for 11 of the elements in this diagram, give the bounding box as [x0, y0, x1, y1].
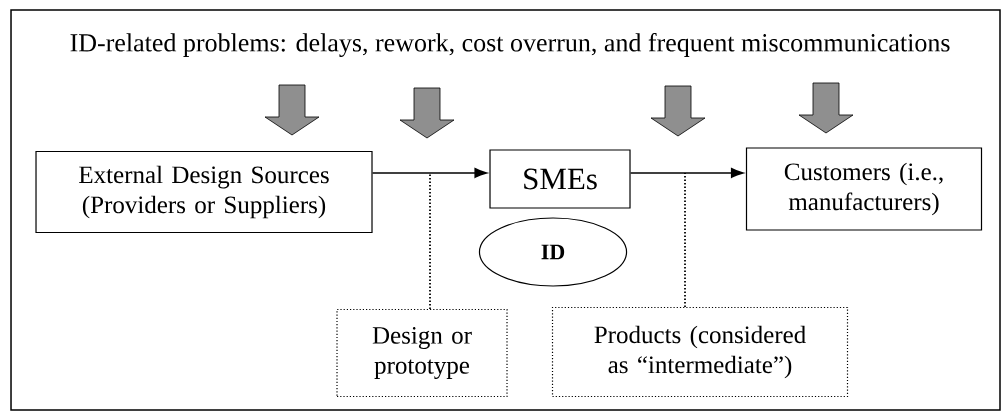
leader-line — [429, 172, 431, 310]
note-box: Design or prototype — [336, 308, 508, 398]
arrow — [371, 168, 487, 178]
arrow — [629, 168, 744, 178]
note-box: Products (considered as “intermediate”) — [551, 306, 849, 398]
title: ID-related problems: delays, rework, cost overrun, and frequent miscommunications — [70, 33, 950, 57]
process-box: SMEs — [489, 149, 631, 209]
process-box: Customers (i.e., manufacturers) — [745, 147, 983, 231]
leader-line — [684, 172, 686, 308]
ellipse-node: ID — [478, 217, 628, 287]
process-box: External Design Sources (Providers or Suppliers) — [35, 150, 373, 234]
